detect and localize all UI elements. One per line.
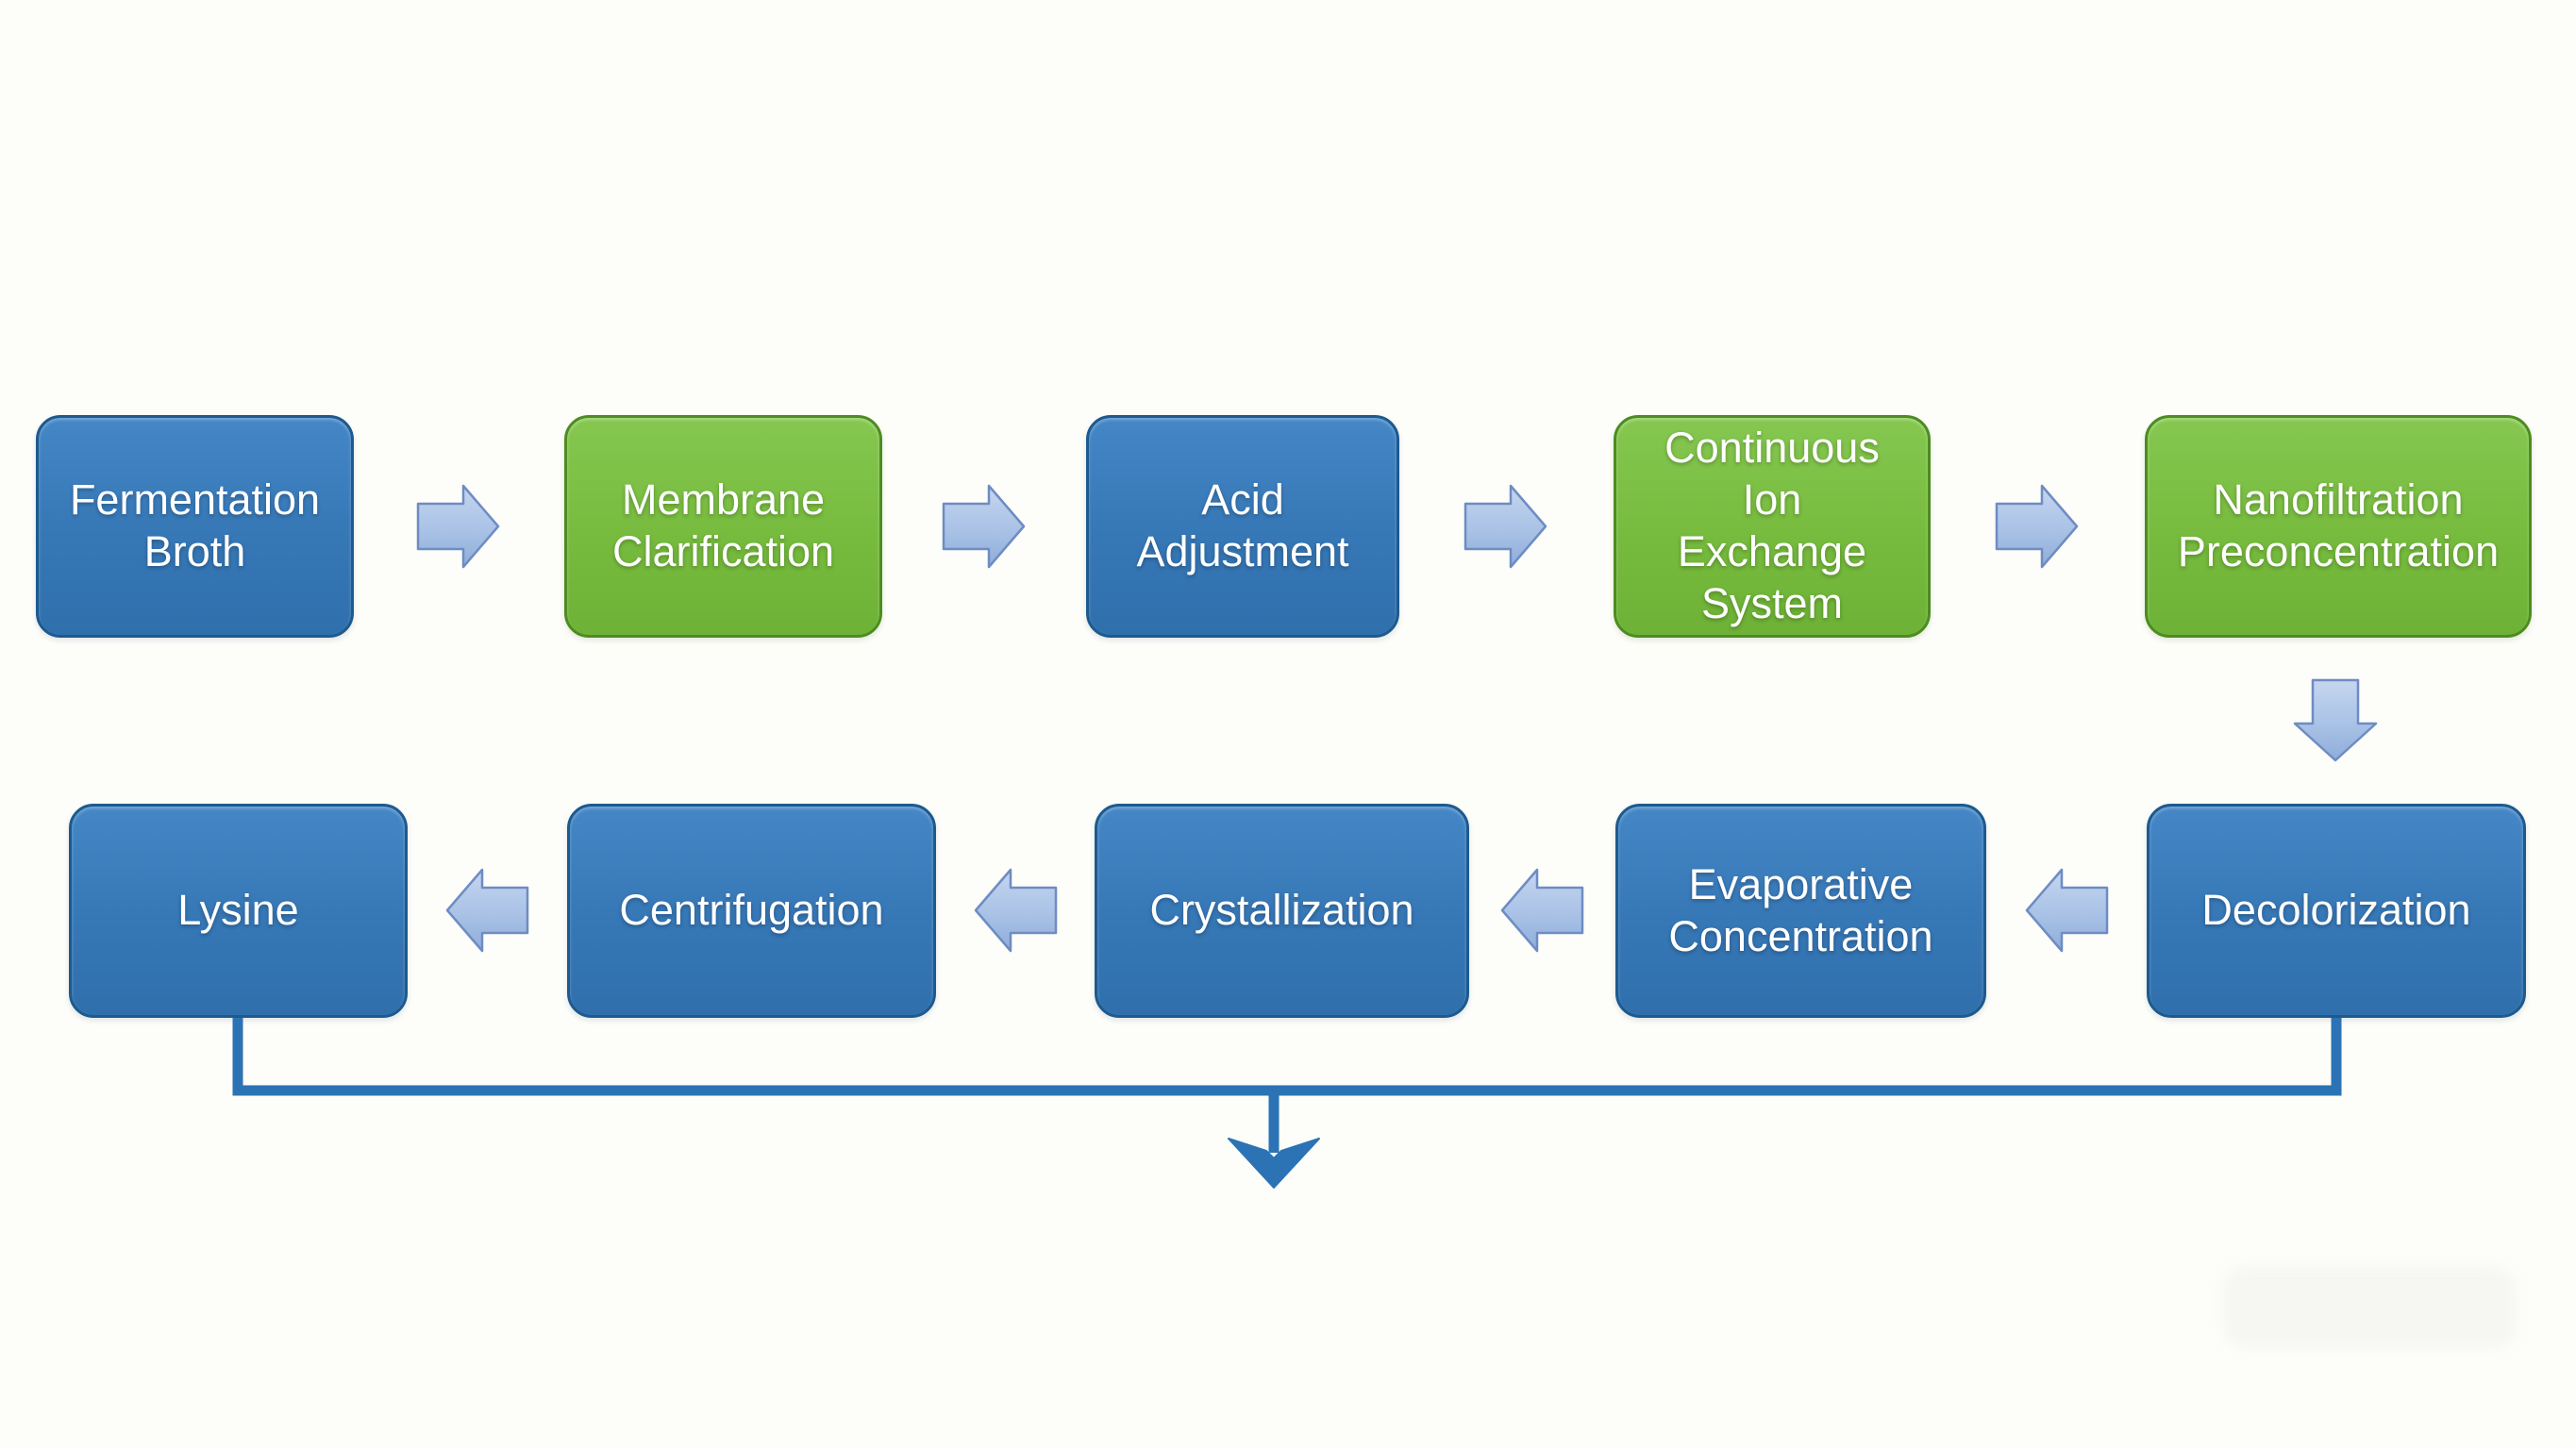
node-decolorization: Decolorization — [2147, 804, 2526, 1018]
down-arrowhead-icon — [1228, 1138, 1320, 1189]
node-continuous-ion-exchange-system: Continuous Ion Exchange System — [1614, 415, 1931, 638]
node-centrifugation: Centrifugation — [567, 804, 936, 1018]
node-fermentation-broth: Fermentation Broth — [36, 415, 354, 638]
node-membrane-clarification: Membrane Clarification — [564, 415, 882, 638]
left-arrow-icon — [2025, 868, 2109, 953]
node-lysine: Lysine — [69, 804, 408, 1018]
right-arrow-icon — [1995, 484, 2079, 569]
node-crystallization: Crystallization — [1095, 804, 1469, 1018]
left-arrow-icon — [1500, 868, 1584, 953]
right-arrow-icon — [942, 484, 1026, 569]
connector-rail-line — [232, 1018, 2342, 1096]
node-label: Crystallization — [1149, 886, 1414, 935]
right-arrow-icon — [416, 484, 500, 569]
left-arrow-icon — [974, 868, 1058, 953]
left-arrow-icon — [445, 868, 529, 953]
right-arrow-icon — [1464, 484, 1547, 569]
node-acid-adjustment: Acid Adjustment — [1086, 415, 1399, 638]
node-label: Nanofiltration Preconcentration — [2177, 475, 2500, 575]
node-label: Decolorization — [2201, 886, 2471, 935]
node-label: Membrane Clarification — [611, 475, 835, 575]
node-nanofiltration-preconcentration: Nanofiltration Preconcentration — [2145, 415, 2532, 638]
node-label: Continuous Ion Exchange System — [1664, 424, 1880, 627]
node-label: Acid Adjustment — [1136, 475, 1349, 575]
node-label: Lysine — [177, 886, 299, 935]
node-label: Centrifugation — [619, 886, 884, 935]
down-arrow-icon — [2293, 678, 2378, 762]
blurred-watermark — [2222, 1266, 2517, 1349]
node-evaporative-concentration: Evaporative Concentration — [1615, 804, 1986, 1018]
node-label: Evaporative Concentration — [1668, 859, 1933, 960]
node-label: Fermentation Broth — [69, 475, 321, 575]
